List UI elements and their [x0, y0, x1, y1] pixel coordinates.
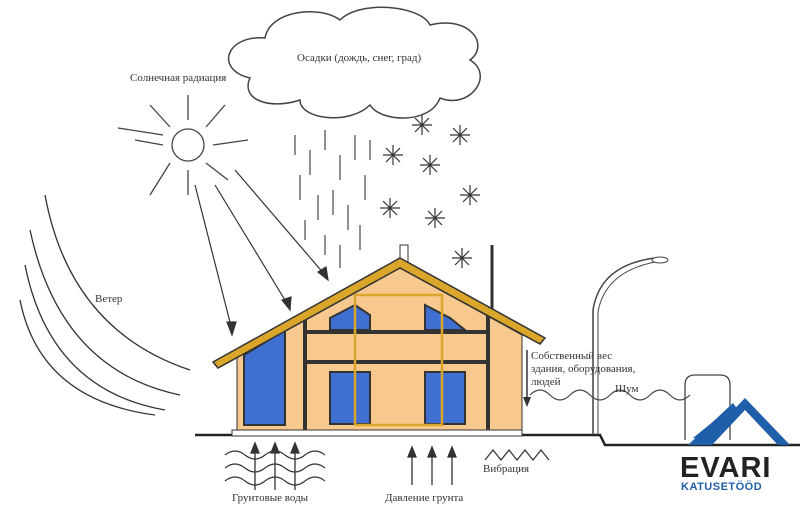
- wind-arrows: [19, 194, 191, 416]
- snowflake-icon: [425, 208, 445, 228]
- sun-icon: [117, 95, 249, 196]
- soil-pressure-arrows: [407, 445, 457, 485]
- snowflake-icon: [452, 248, 472, 268]
- label-noise: Шум: [615, 383, 639, 395]
- snowflake-icon: [450, 125, 470, 145]
- rain: [294, 130, 371, 268]
- roof: [211, 257, 547, 369]
- label-dead-load-line1: Собственный вес: [531, 350, 613, 362]
- street-lamp: [592, 257, 656, 435]
- label-dead-load-line3: людей: [531, 376, 561, 388]
- label-soil-pressure: Давление грунта: [385, 492, 464, 504]
- snowflakes: [380, 115, 480, 268]
- snowflake-icon: [420, 155, 440, 175]
- evari-logo-mark: [688, 398, 790, 445]
- label-groundwater: Грунтовые воды: [232, 492, 309, 504]
- label-solar-radiation: Солнечная радиация: [130, 72, 227, 84]
- noise-wave: [529, 389, 691, 401]
- snowflake-icon: [412, 115, 432, 135]
- solar-arrows: [194, 169, 329, 337]
- label-wind: Ветер: [95, 293, 123, 305]
- snowflake-icon: [460, 185, 480, 205]
- cloud: [228, 6, 481, 119]
- snowflake-icon: [380, 198, 400, 218]
- label-vibration: Вибрация: [483, 463, 530, 475]
- snowflake-icon: [383, 145, 403, 165]
- label-precipitation: Осадки (дождь, снег, град): [297, 52, 422, 64]
- logo-name: EVARI: [680, 452, 772, 484]
- vibration-wave: [484, 449, 550, 461]
- logo-tagline: KATUSETÖÖD: [681, 481, 763, 493]
- windows: [243, 303, 468, 426]
- label-dead-load: Собственный вес здания, оборудования, лю…: [531, 350, 635, 389]
- groundwater-arrows: [250, 441, 300, 490]
- label-dead-load-line2: здания, оборудования,: [531, 363, 636, 375]
